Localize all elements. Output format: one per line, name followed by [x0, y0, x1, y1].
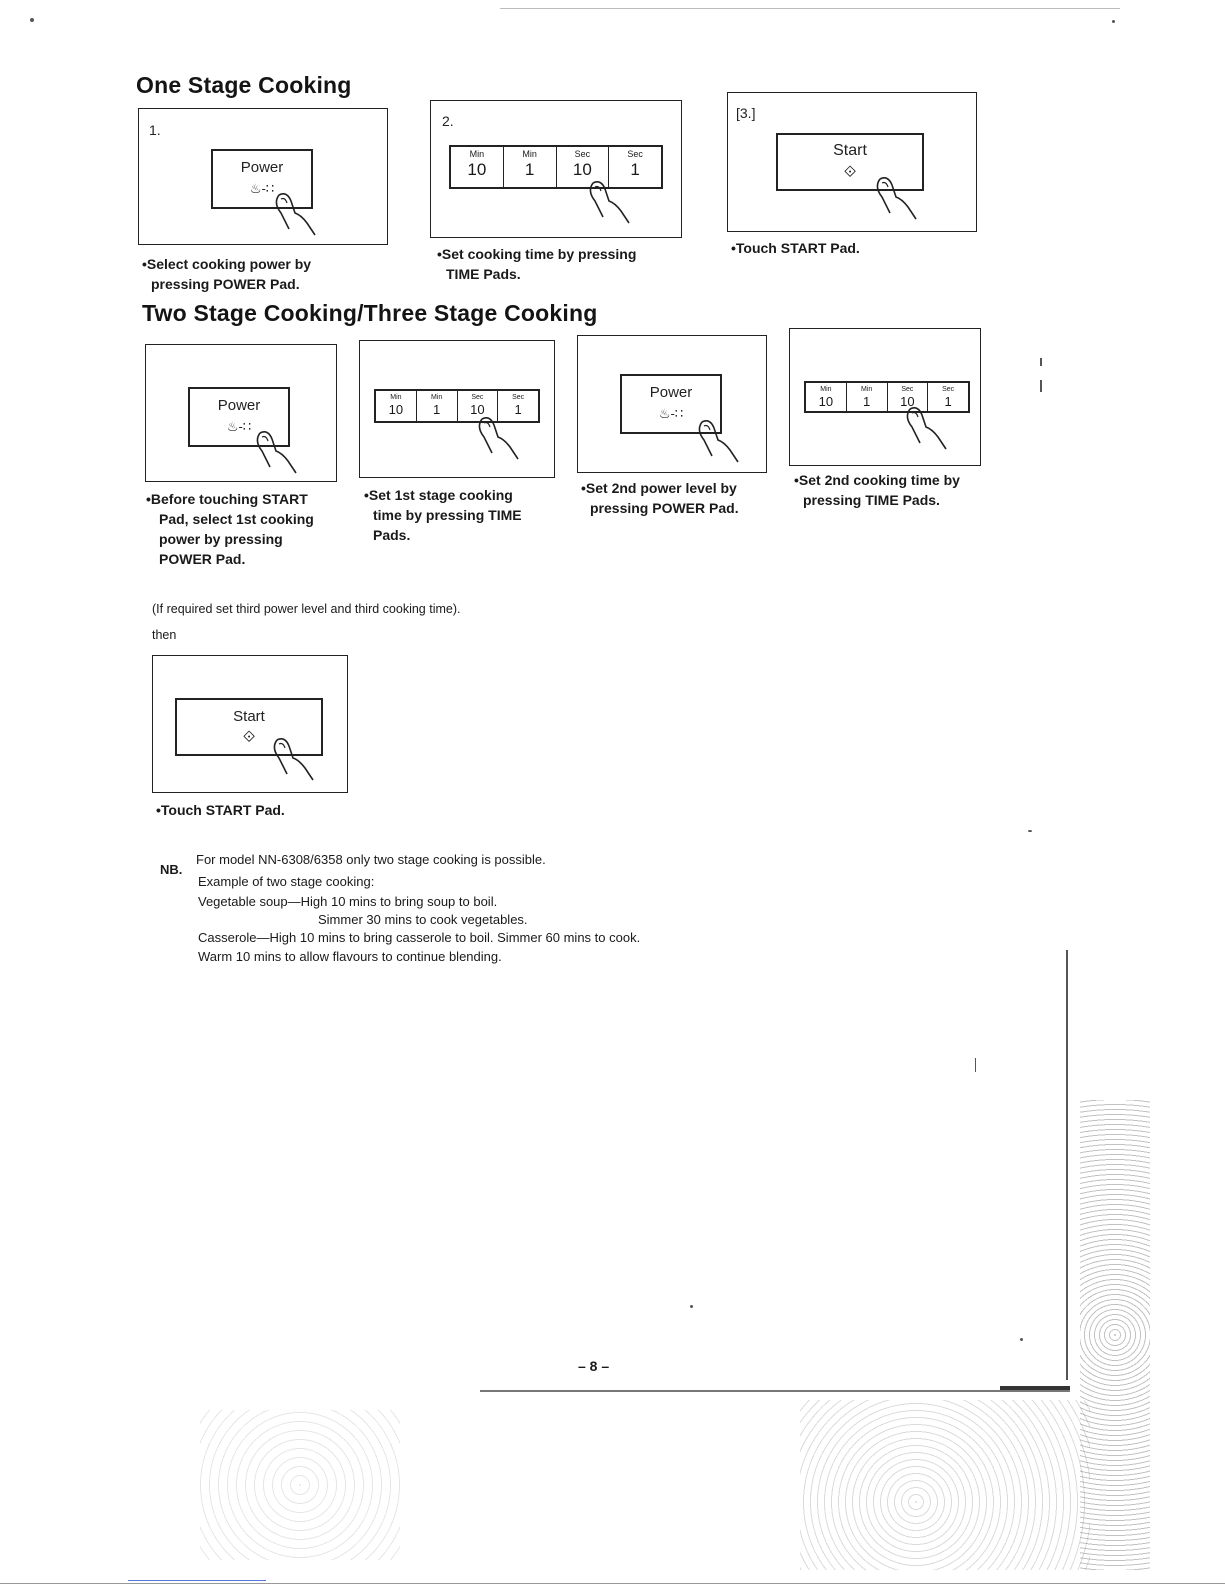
scan-speck [1028, 830, 1032, 832]
step-number-2: 2. [442, 113, 454, 129]
scan-edge-line [0, 1583, 1225, 1584]
finger-pointer-icon [273, 738, 314, 781]
step-caption-2: •Set cooking time by pressing TIME Pads. [437, 246, 637, 282]
step-number-1: 1. [149, 122, 161, 138]
stage-panel-power-2: Power ♨-∷ [577, 335, 767, 473]
nb-line-2: Example of two stage cooking: [198, 874, 375, 889]
power-pad-label: Power [217, 397, 261, 414]
power-level-icon: ♨-∷ [226, 419, 252, 434]
scan-edge-line [500, 8, 1120, 9]
step-panel-3: [3.] Start ⟐ [727, 92, 977, 232]
finger-pointer-icon [589, 181, 630, 224]
scan-noise [1080, 1100, 1150, 1570]
stage-caption-3: •Set 2nd power level by pressing POWER P… [581, 480, 739, 516]
scan-edge-line [1000, 1386, 1070, 1390]
power-pad[interactable]: Power ♨-∷ [188, 387, 290, 447]
then-label: then [152, 628, 177, 642]
final-start-caption: •Touch START Pad. [156, 802, 285, 818]
page-number: – 8 – [578, 1358, 610, 1374]
step-panel-1: 1. Power ♨-∷ [138, 108, 388, 245]
power-pad-label: Power [240, 159, 284, 176]
section-heading-multi-stage: Two Stage Cooking/Three Stage Cooking [142, 300, 598, 326]
stage-caption-1: •Before touching START Pad, select 1st c… [146, 491, 314, 567]
scan-edge-line [1066, 950, 1068, 1380]
nb-line-1: For model NN-6308/6358 only two stage co… [196, 852, 546, 867]
nb-line-3: Vegetable soup—High 10 mins to bring sou… [198, 894, 498, 909]
start-pad-label: Start [233, 708, 265, 725]
finger-pointer-icon [275, 193, 316, 236]
scan-noise [800, 1400, 1090, 1570]
scan-speck [1112, 20, 1115, 23]
power-level-icon: ♨-∷ [658, 406, 684, 421]
start-pad-label: Start [833, 142, 867, 159]
stage-panel-power-1: Power ♨-∷ [145, 344, 337, 482]
step-number-3: [3.] [736, 105, 756, 121]
nb-line-5: Casserole—High 10 mins to bring casserol… [198, 930, 641, 945]
finger-pointer-icon [256, 431, 297, 474]
finger-pointer-icon [876, 177, 917, 220]
scan-speck [30, 18, 34, 22]
power-level-icon: ♨-∷ [249, 181, 275, 196]
stage-caption-4: •Set 2nd cooking time by pressing TIME P… [794, 472, 960, 508]
stage-caption-2: •Set 1st stage cooking time by pressing … [364, 487, 522, 543]
finger-pointer-icon [906, 407, 947, 450]
finger-pointer-icon [698, 420, 739, 463]
nb-line-6: Warm 10 mins to allow flavours to contin… [198, 949, 502, 964]
scan-edge-line [480, 1390, 1070, 1392]
finger-pointer-icon [478, 417, 519, 460]
start-diamond-icon: ⟐ [242, 729, 256, 746]
step-caption-1: •Select cooking power by pressing POWER … [142, 256, 312, 292]
power-pad-label: Power [649, 384, 693, 401]
step-caption-3: •Touch START Pad. [731, 240, 860, 256]
scan-speck [1040, 380, 1042, 392]
start-pad[interactable]: Start ⟐ [175, 698, 323, 756]
scan-speck [1040, 358, 1042, 366]
scan-noise [200, 1410, 400, 1560]
start-diamond-icon: ⟐ [843, 164, 857, 181]
scan-speck [690, 1305, 693, 1308]
nb-line-4: Simmer 30 mins to cook vegetables. [318, 912, 528, 927]
power-pad[interactable]: Power ♨-∷ [620, 374, 722, 434]
start-pad[interactable]: Start ⟐ [776, 133, 924, 191]
power-pad[interactable]: Power ♨-∷ [211, 149, 313, 209]
scan-speck [975, 1058, 976, 1072]
nb-label: NB. [160, 862, 183, 877]
scan-speck [1020, 1338, 1023, 1341]
section-heading-one-stage: One Stage Cooking [136, 72, 352, 98]
scan-edge-line [128, 1580, 266, 1581]
third-stage-note: (If required set third power level and t… [152, 602, 461, 616]
final-start-panel: Start ⟐ [152, 655, 348, 793]
